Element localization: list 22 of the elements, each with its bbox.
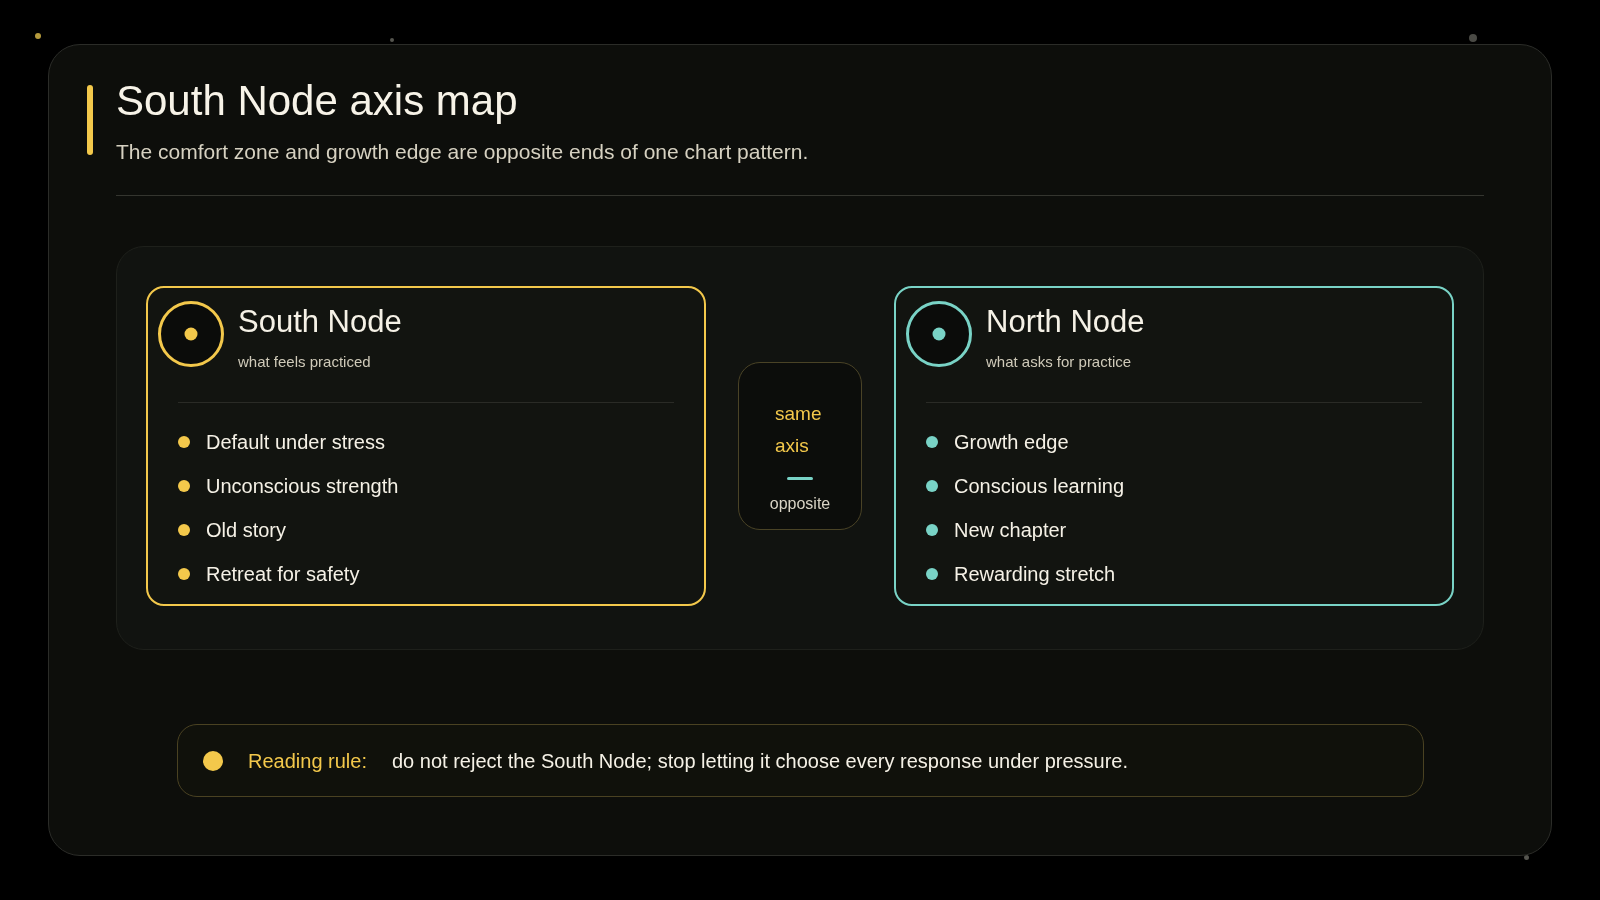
axis-caption: opposite <box>769 494 831 514</box>
node-card <box>894 286 1454 606</box>
axis-card <box>738 362 862 530</box>
node-card <box>146 286 706 606</box>
card-subtitle: what asks for practice <box>986 352 1132 372</box>
list-item: Unconscious strength <box>206 474 399 499</box>
list-item: New chapter <box>954 518 1067 543</box>
card-title: North Node <box>986 304 1145 340</box>
rule-label: Reading rule: <box>248 749 367 774</box>
card-title: South Node <box>238 304 402 340</box>
list-item: Growth edge <box>954 430 1069 455</box>
card-subtitle: what feels practiced <box>238 352 371 372</box>
list-item: Old story <box>206 518 287 543</box>
subtitle: The comfort zone and growth edge are opposite ends of one chart pattern. <box>116 139 809 165</box>
axis-label: same axis <box>775 402 823 458</box>
rule-banner <box>177 724 1424 797</box>
list-item: Rewarding stretch <box>954 562 1116 587</box>
title: South Node axis map <box>116 77 518 125</box>
list-item: Retreat for safety <box>206 562 360 587</box>
list-item: Conscious learning <box>954 474 1125 499</box>
list-item: Default under stress <box>206 430 385 455</box>
rule-text: do not reject the South Node; stop letting it choose every response under pressure. <box>392 749 1128 774</box>
